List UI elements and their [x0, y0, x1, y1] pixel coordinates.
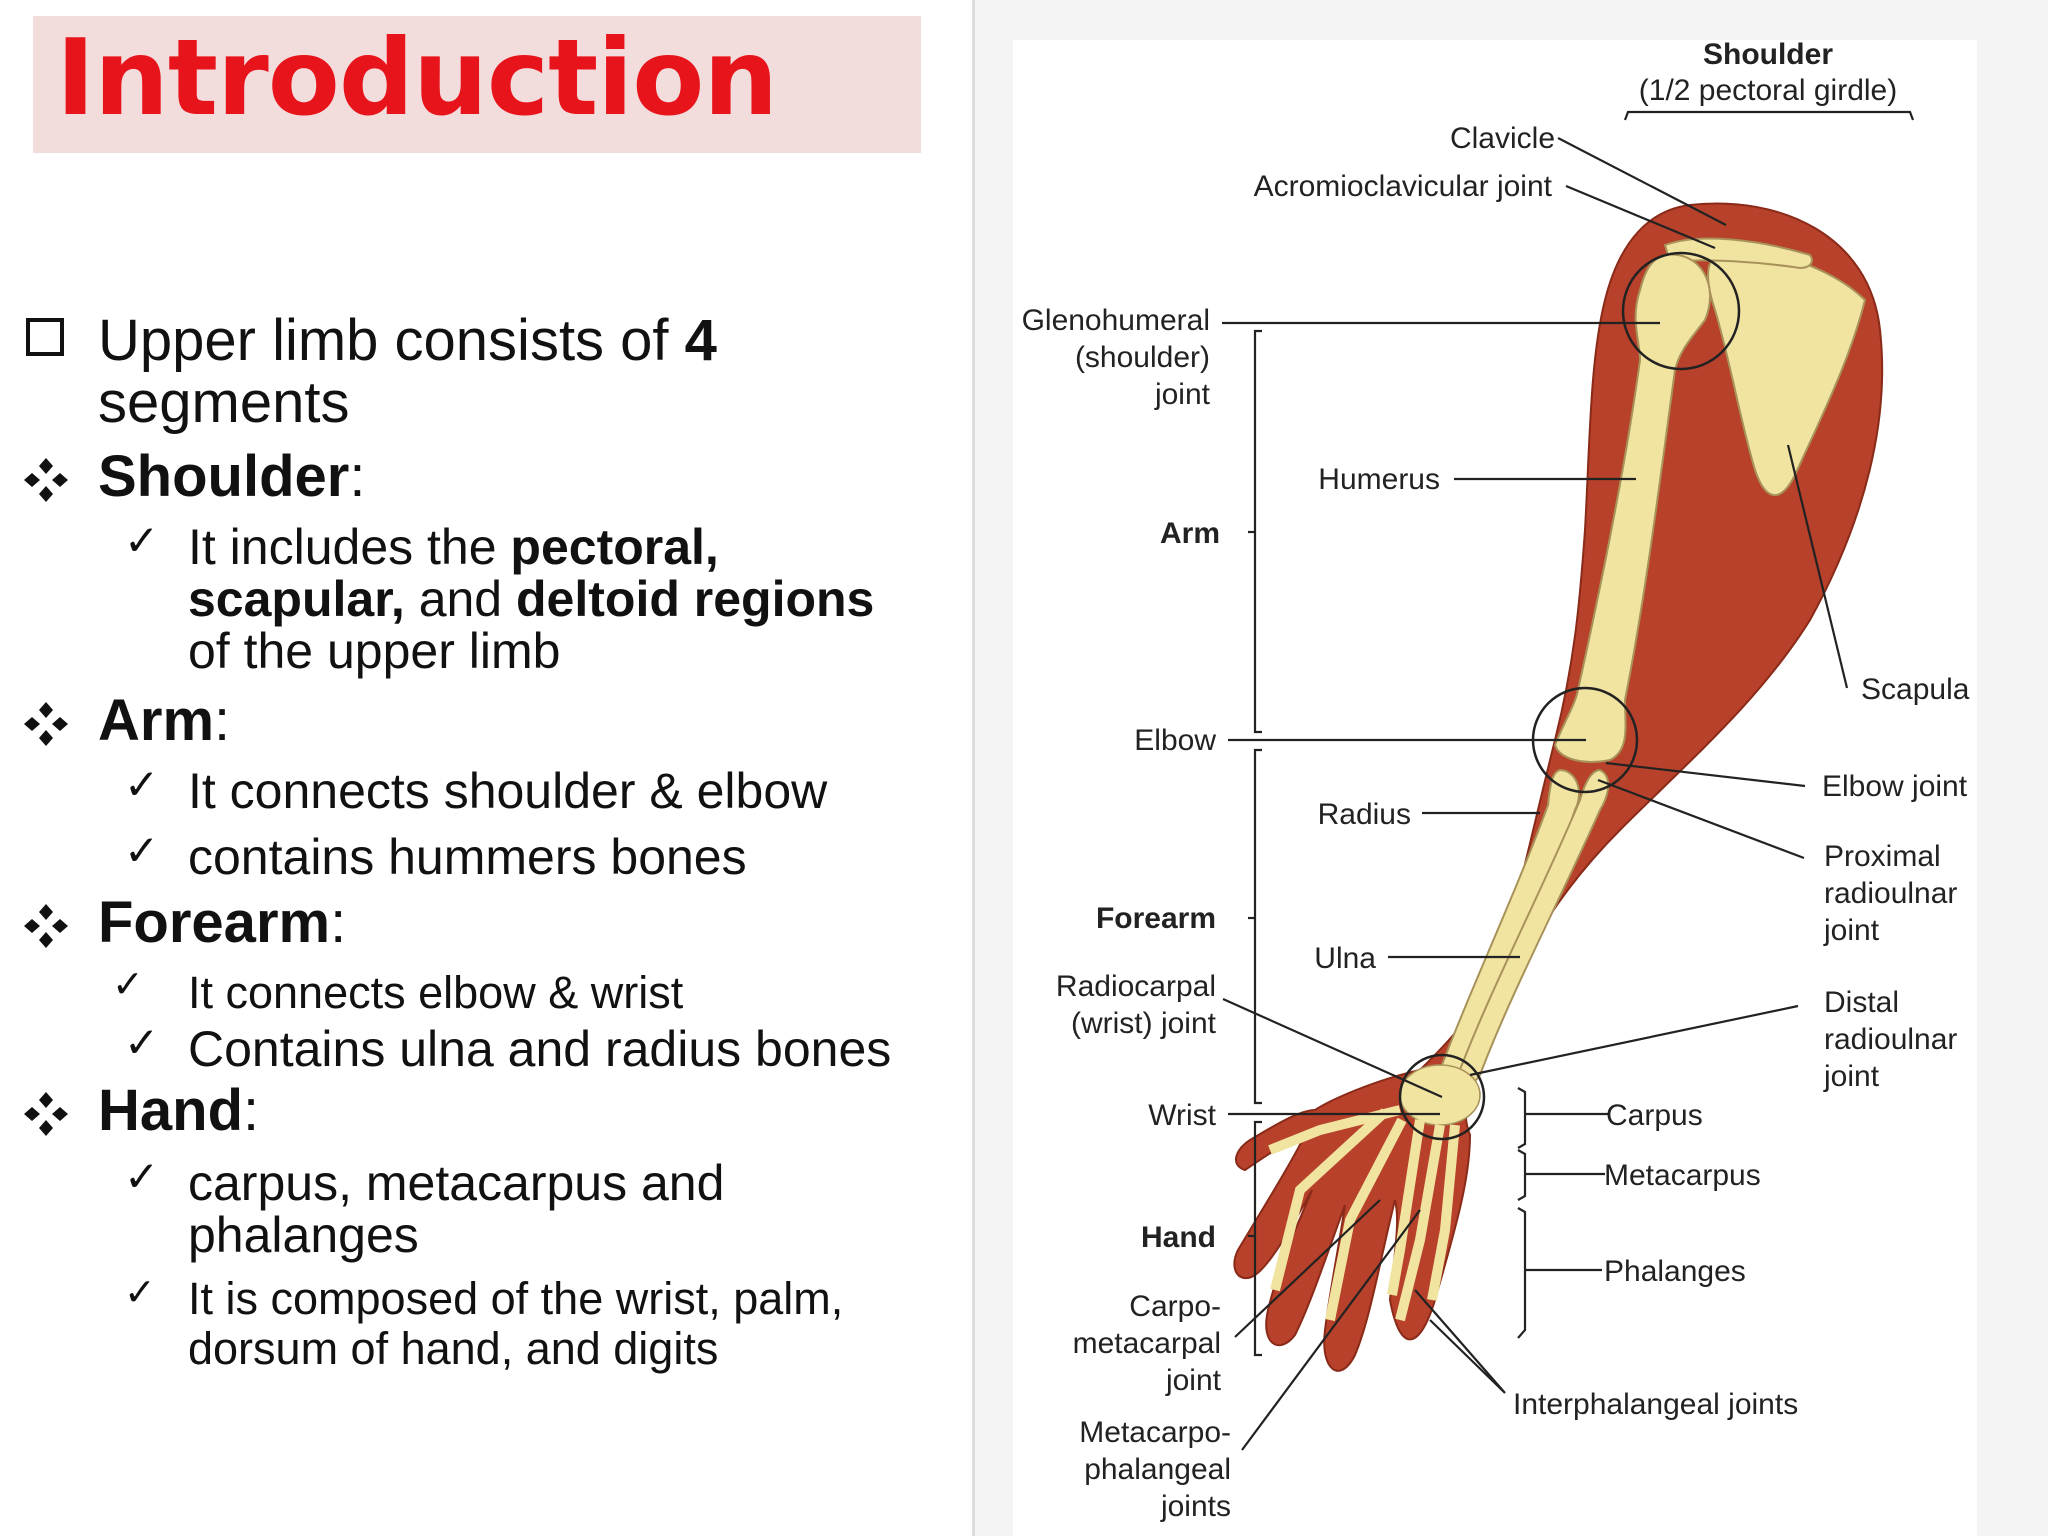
label-elbow: Elbow [1134, 724, 1216, 757]
clavicle-bone [1663, 237, 1813, 270]
label-carpus: Carpus [1606, 1099, 1703, 1132]
label-metacarpophalangeal-3: joints [1160, 1490, 1231, 1523]
label-radiocarpal-1: Radiocarpal [1056, 970, 1216, 1003]
checkmark-icon: ✓ [124, 1019, 160, 1066]
checkmark-icon: ✓ [124, 1272, 156, 1314]
four-diamond-icon [22, 1090, 70, 1138]
label-carpometacarpal-1: Carpo- [1129, 1290, 1221, 1323]
four-diamond-icon [22, 902, 70, 950]
label-proximal-radioulnar-2: radioulnar [1824, 877, 1957, 910]
arm-item-2: contains hummers bones [188, 829, 747, 885]
checkmark-icon: ✓ [124, 827, 160, 874]
leader-lines [1222, 110, 1915, 1451]
square-outline-icon [26, 318, 64, 356]
four-diamond-icon [22, 700, 70, 748]
checkmark-icon: ✓ [112, 964, 144, 1006]
shoulder-item-line-2: scapular, and deltoid regions [188, 571, 875, 627]
forearm-item-1: It connects elbow & wrist [188, 967, 684, 1018]
title-banner: Introduction [33, 16, 921, 153]
label-shoulder: Shoulder [1703, 40, 1833, 71]
label-radius: Radius [1318, 798, 1411, 831]
label-proximal-radioulnar-3: joint [1823, 914, 1880, 947]
slide-title: Introduction [56, 17, 778, 139]
label-elbow-joint: Elbow joint [1822, 770, 1968, 803]
label-clavicle: Clavicle [1450, 122, 1555, 155]
hand-item-1-line-1: carpus, metacarpus and [188, 1155, 725, 1211]
anatomy-drawing: Shoulder (1/2 pectoral girdle) Clavicle … [1022, 40, 1970, 1523]
label-metacarpophalangeal-2: phalangeal [1084, 1453, 1231, 1486]
label-proximal-radioulnar-1: Proximal [1824, 840, 1941, 873]
label-glenohumeral-1: Glenohumeral [1022, 304, 1210, 337]
column-divider [972, 0, 975, 1536]
label-acromioclavicular-joint: Acromioclavicular joint [1254, 170, 1553, 203]
shoulder-item-line-1: It includes the pectoral, [188, 519, 719, 575]
label-humerus: Humerus [1318, 463, 1440, 496]
label-radiocarpal-2: (wrist) joint [1071, 1007, 1217, 1040]
four-diamond-icon [22, 456, 70, 504]
shoulder-item-line-3: of the upper limb [188, 623, 561, 679]
label-distal-radioulnar-3: joint [1823, 1060, 1880, 1093]
label-hand: Hand [1141, 1221, 1216, 1254]
intro-line-1: Upper limb consists of 4 [98, 308, 717, 373]
forearm-heading: Forearm: [98, 890, 347, 955]
label-carpometacarpal-2: metacarpal [1073, 1327, 1221, 1360]
checkmark-icon: ✓ [124, 1153, 160, 1200]
label-carpometacarpal-3: joint [1165, 1364, 1222, 1397]
scapula-bone [1707, 248, 1867, 497]
hand-item-1-line-2: phalanges [188, 1207, 419, 1263]
ulna-bone [1456, 768, 1610, 1087]
forearm-item-2: Contains ulna and radius bones [188, 1021, 892, 1077]
label-glenohumeral-3: joint [1154, 378, 1211, 411]
label-arm: Arm [1160, 517, 1220, 550]
label-glenohumeral-2: (shoulder) [1075, 341, 1210, 374]
arm-item-1: It connects shoulder & elbow [188, 763, 828, 819]
checkmark-icon: ✓ [124, 761, 160, 808]
label-interphalangeal-joints: Interphalangeal joints [1513, 1388, 1798, 1421]
hand-item-2-line-2: dorsum of hand, and digits [188, 1323, 719, 1374]
label-pectoral-girdle: (1/2 pectoral girdle) [1639, 74, 1897, 107]
radius-bone [1438, 768, 1580, 1083]
hand-item-2-line-1: It is composed of the wrist, palm, [188, 1273, 844, 1324]
shoulder-heading: Shoulder: [98, 444, 366, 509]
label-scapula: Scapula [1861, 673, 1970, 706]
arm-heading: Arm: [98, 688, 231, 753]
label-metacarpus: Metacarpus [1604, 1159, 1761, 1192]
label-wrist: Wrist [1148, 1099, 1216, 1132]
label-forearm: Forearm [1096, 902, 1216, 935]
label-phalanges: Phalanges [1604, 1255, 1746, 1288]
intro-line-2: segments [98, 370, 350, 435]
checkmark-icon: ✓ [124, 517, 160, 564]
label-distal-radioulnar-2: radioulnar [1824, 1023, 1957, 1056]
upper-limb-anatomy-figure: Shoulder (1/2 pectoral girdle) Clavicle … [1013, 40, 1977, 1536]
hand-heading: Hand: [98, 1078, 260, 1143]
label-ulna: Ulna [1314, 942, 1376, 975]
label-distal-radioulnar-1: Distal [1824, 986, 1899, 1019]
label-metacarpophalangeal-1: Metacarpo- [1079, 1416, 1231, 1449]
hand-bones [1268, 1064, 1481, 1322]
humerus-bone [1553, 253, 1711, 763]
